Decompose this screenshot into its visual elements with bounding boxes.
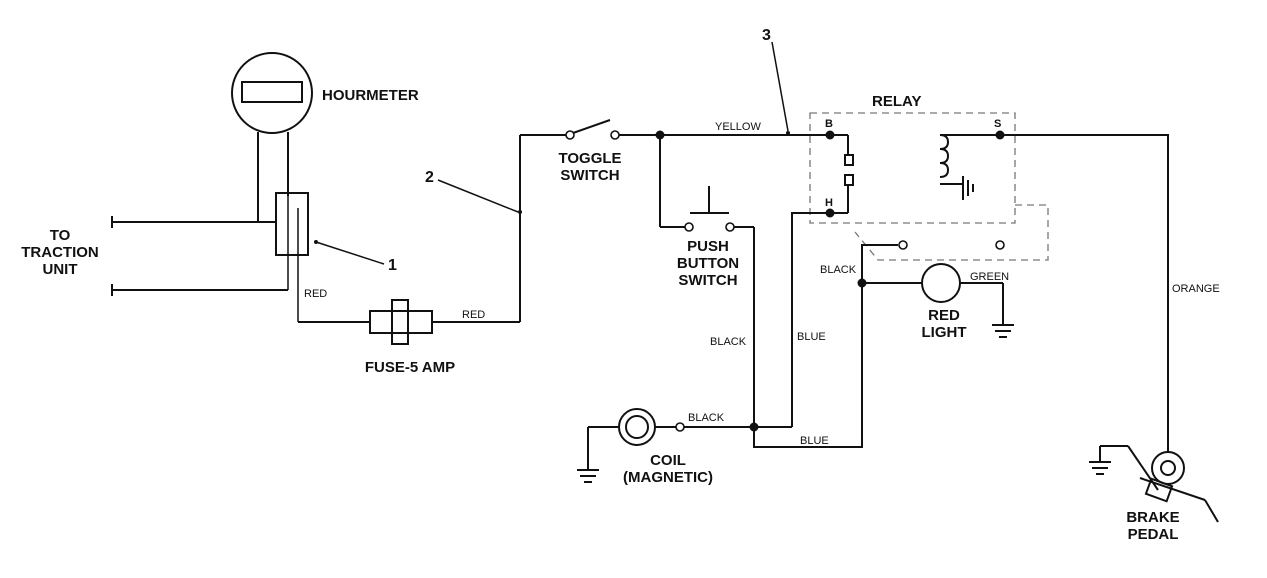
coil-label-1: COIL bbox=[650, 452, 686, 469]
push-button-label-3: SWITCH bbox=[678, 272, 737, 289]
brake-pedal-label-1: BRAKE bbox=[1126, 509, 1179, 526]
toggle-switch bbox=[565, 119, 660, 140]
relay bbox=[809, 112, 1049, 261]
wire-connector bbox=[275, 192, 309, 322]
blue-wire-label-vertical: BLUE bbox=[797, 331, 826, 343]
blue-wire-vertical bbox=[791, 212, 830, 427]
fuse-label: FUSE-5 AMP bbox=[365, 359, 455, 376]
callout-3-leader bbox=[771, 41, 789, 132]
orange-wire-label: ORANGE bbox=[1172, 283, 1220, 295]
callout-3: 3 bbox=[762, 27, 771, 44]
callout-2-leader bbox=[437, 179, 519, 213]
callout-1: 1 bbox=[388, 257, 397, 274]
traction-leads bbox=[111, 216, 288, 296]
red-wire-label-a: RED bbox=[304, 288, 327, 300]
push-button-switch bbox=[659, 135, 755, 427]
push-button-label-1: PUSH bbox=[687, 238, 729, 255]
red-light-label-1: RED bbox=[928, 307, 960, 324]
to-traction-label-1: TO bbox=[50, 227, 71, 244]
red-light-label-2: LIGHT bbox=[922, 324, 967, 341]
callout-2: 2 bbox=[425, 169, 434, 186]
relay-terminal-b: B bbox=[825, 118, 833, 130]
relay-terminal-s: S bbox=[994, 118, 1001, 130]
push-button-label-2: BUTTON bbox=[677, 255, 739, 272]
brake-pedal-label-2: PEDAL bbox=[1128, 526, 1179, 543]
magnetic-coil bbox=[577, 408, 792, 483]
callout-1-leader bbox=[315, 241, 385, 265]
black-wire-label-left: BLACK bbox=[710, 336, 747, 348]
hourmeter-label: HOURMETER bbox=[322, 87, 419, 104]
red-light bbox=[861, 244, 1014, 338]
toggle-switch-label-2: SWITCH bbox=[560, 167, 619, 184]
red-wire-label-b: RED bbox=[462, 309, 485, 321]
yellow-wire-label: YELLOW bbox=[715, 121, 761, 133]
to-traction-label-3: UNIT bbox=[43, 261, 78, 278]
brake-pedal-switch bbox=[1089, 445, 1219, 523]
green-wire-label: GREEN bbox=[970, 271, 1009, 283]
to-traction-label-2: TRACTION bbox=[21, 244, 99, 261]
blue-wire-label-bottom: BLUE bbox=[800, 435, 829, 447]
hourmeter bbox=[231, 52, 313, 222]
black-wire-label-coil: BLACK bbox=[688, 412, 725, 424]
blue-wire-bottom bbox=[753, 283, 863, 448]
relay-terminal-h: H bbox=[825, 197, 833, 209]
coil-label-2: (MAGNETIC) bbox=[623, 469, 713, 486]
orange-wire bbox=[1000, 134, 1169, 452]
toggle-switch-label-1: TOGGLE bbox=[558, 150, 621, 167]
fuse bbox=[298, 299, 520, 345]
relay-label: RELAY bbox=[872, 93, 921, 110]
black-wire-label-relay: BLACK bbox=[820, 264, 857, 276]
